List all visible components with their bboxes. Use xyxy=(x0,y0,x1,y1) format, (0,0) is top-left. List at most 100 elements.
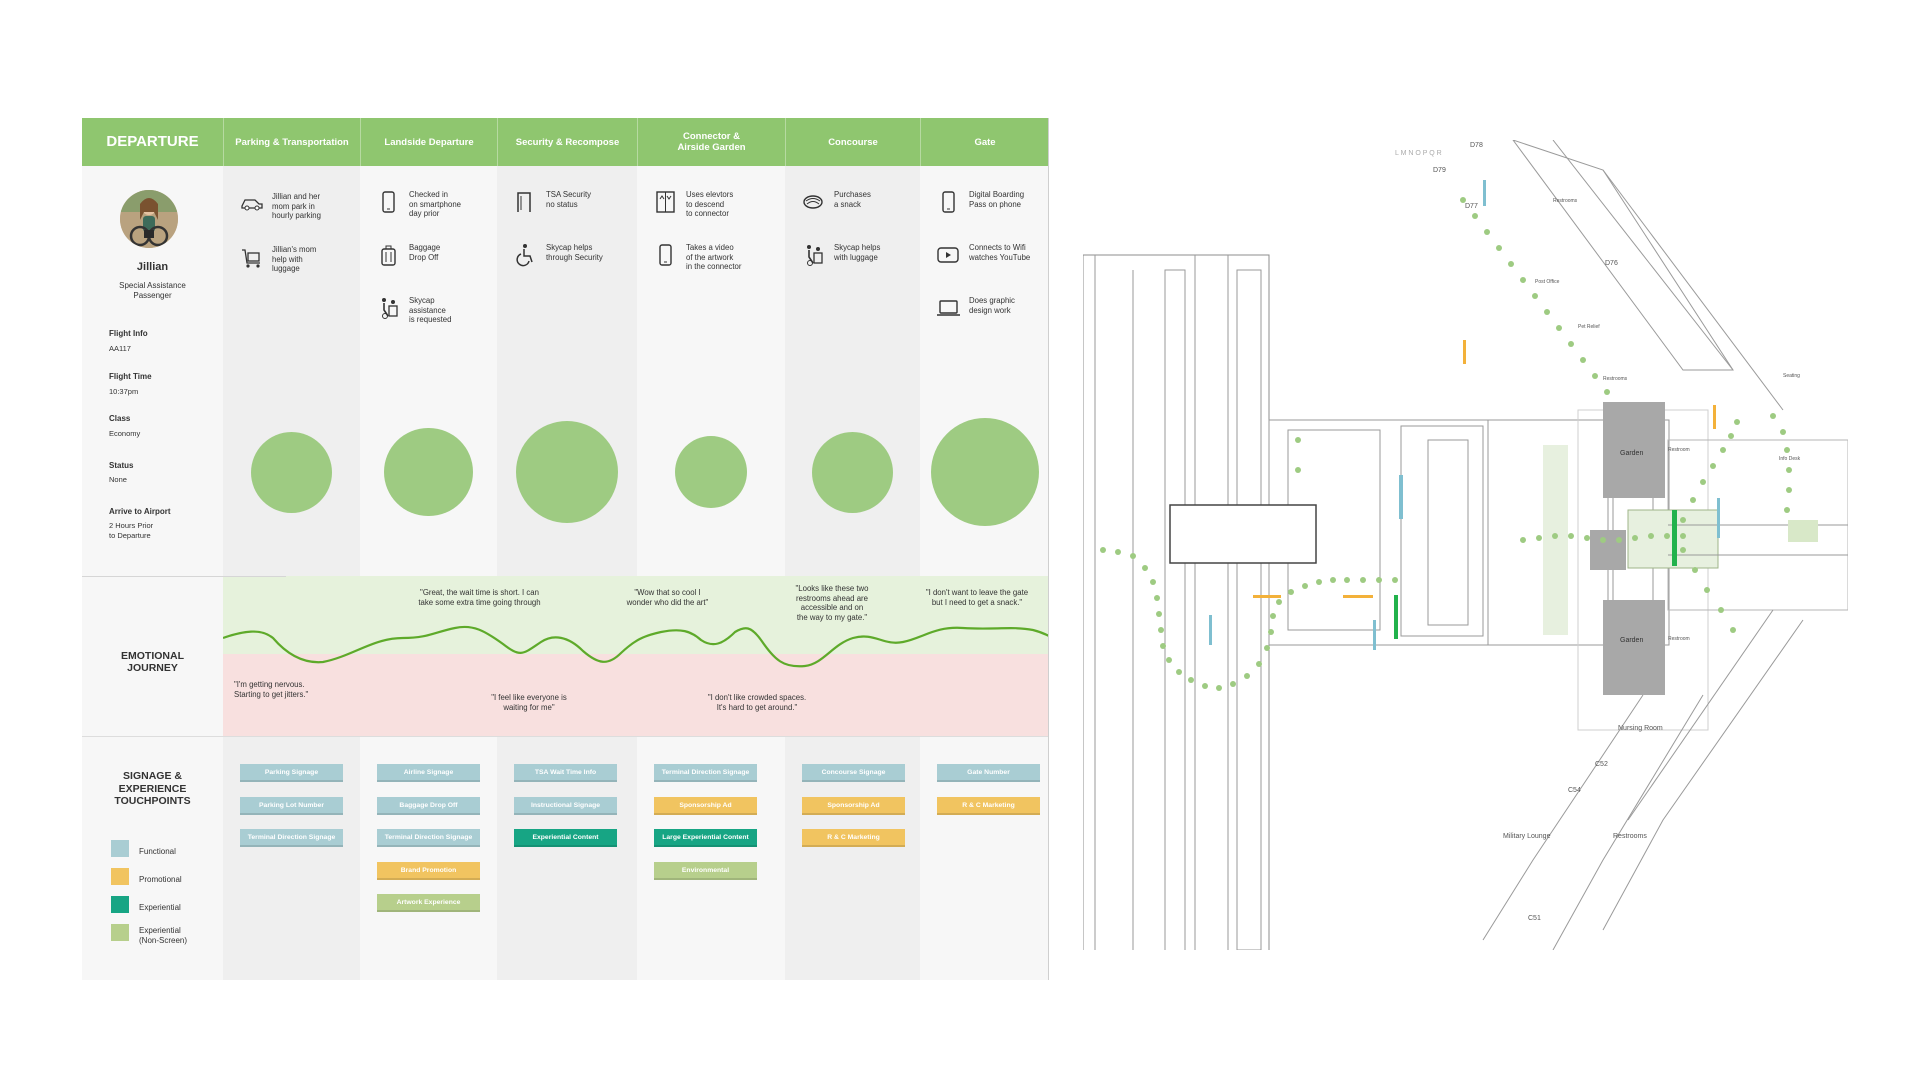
signage-tag: Instructional Signage xyxy=(514,796,617,815)
activity-text: Skycap helps with luggage xyxy=(834,243,881,262)
persona-avatar xyxy=(120,190,178,248)
activity-text: Does graphic design work xyxy=(969,296,1015,315)
security-gate-icon xyxy=(517,192,531,212)
signage-tag: Environmental xyxy=(654,861,757,880)
activity-text: Baggage Drop Off xyxy=(409,243,441,262)
stage-header[interactable]: Security & Recompose xyxy=(497,118,637,166)
section-divider xyxy=(82,576,286,577)
skycap-assist-icon xyxy=(807,245,823,266)
plan-label: Restroom xyxy=(1668,636,1690,642)
arrive-label: Arrive to Airport xyxy=(109,507,171,516)
class-value: Economy xyxy=(109,429,141,438)
stage-column-bg xyxy=(785,166,920,980)
negative-emotion-band xyxy=(223,654,1049,736)
quote-positive: "I don't want to leave the gate but I ne… xyxy=(925,588,1029,607)
plan-label: C54 xyxy=(1568,787,1581,794)
plan-label: Garden xyxy=(1620,637,1643,644)
quote-positive: "Looks like these two restrooms ahead ar… xyxy=(795,584,869,622)
laptop-icon xyxy=(937,300,960,316)
stage-header[interactable]: Connector & Airside Garden xyxy=(637,118,785,166)
activity-text: Digital Boarding Pass on phone xyxy=(969,190,1025,209)
plan-label: D77 xyxy=(1465,203,1478,210)
engagement-bubble xyxy=(812,431,893,513)
flight-info-label: Flight Info xyxy=(109,329,148,338)
plan-label: Seating xyxy=(1783,373,1800,379)
arrive-value: 2 Hours Prior to Departure xyxy=(109,521,154,540)
plan-label: Post Office xyxy=(1535,279,1560,285)
landscape-strip xyxy=(1543,445,1568,635)
signage-tag: Terminal Direction Signage xyxy=(654,764,757,782)
skycap-assist-icon xyxy=(382,298,398,319)
plan-label: Info Desk xyxy=(1779,456,1801,462)
engagement-bubble xyxy=(384,427,473,517)
legend-label: Experiential xyxy=(139,903,181,912)
elevator-icon xyxy=(656,191,675,213)
legend-swatch-experiential xyxy=(111,896,129,913)
stage-column-bg xyxy=(223,166,360,980)
signage-touchpoints-label: SIGNAGE & EXPERIENCE TOUCHPOINTS xyxy=(114,770,191,807)
quote-negative: "I feel like everyone is waiting for me" xyxy=(491,693,567,712)
quote-positive: "Great, the wait time is short. I can ta… xyxy=(418,588,541,607)
stage-column-bg xyxy=(497,166,637,980)
stage-header[interactable]: Parking & Transportation xyxy=(223,118,360,166)
quote-positive: "Wow that so cool I wonder who did the a… xyxy=(626,588,709,607)
signage-tag: Large Experiential Content xyxy=(654,829,757,847)
flight-info-value: AA117 xyxy=(109,344,131,353)
signage-tag: R & C Marketing xyxy=(937,796,1040,815)
signage-tag: Sponsorship Ad xyxy=(802,796,905,815)
wheelchair-icon xyxy=(516,244,533,267)
stage-header[interactable]: Landside Departure xyxy=(360,118,497,166)
plan-label: D79 xyxy=(1433,167,1446,174)
activity-text: Uses elevtors to descend to connector xyxy=(686,190,734,219)
plan-label: C51 xyxy=(1528,915,1541,922)
snack-icon xyxy=(803,195,823,209)
activity-text: Checked in on smartphone day prior xyxy=(409,190,462,219)
legend-swatch-functional xyxy=(111,840,129,857)
flight-time-value: 10:37pm xyxy=(109,387,139,396)
status-label: Status xyxy=(109,461,134,470)
garden-north xyxy=(1603,402,1665,498)
emotional-journey-label: EMOTIONAL JOURNEY xyxy=(121,650,184,674)
signage-tag: Parking Signage xyxy=(240,764,343,782)
engagement-bubble xyxy=(251,431,332,513)
panel-divider xyxy=(1048,118,1049,980)
signage-tag: Concourse Signage xyxy=(802,764,905,782)
activity-text: Takes a video of the artwork in the conn… xyxy=(686,243,742,272)
video-play-icon xyxy=(937,247,959,263)
building-block xyxy=(1169,504,1317,564)
concourse-letters: L M N O P Q R xyxy=(1395,150,1442,157)
plan-label: Restrooms xyxy=(1613,833,1647,840)
legend-label: Experiential (Non-Screen) xyxy=(139,926,188,945)
plan-label: C52 xyxy=(1595,761,1608,768)
status-value: None xyxy=(109,475,127,484)
plan-label: Restrooms xyxy=(1603,376,1628,382)
luggage-cart-icon xyxy=(242,249,260,268)
stage-header[interactable]: Concourse xyxy=(785,118,920,166)
section-divider xyxy=(82,736,1049,737)
plan-label: Restroom xyxy=(1668,447,1690,453)
plan-label: D78 xyxy=(1470,142,1483,149)
flight-time-label: Flight Time xyxy=(109,372,152,381)
departure-title: DEPARTURE xyxy=(106,133,199,150)
plan-label: Restrooms xyxy=(1553,198,1578,204)
signage-tag: R & C Marketing xyxy=(802,829,905,847)
landscape-patch xyxy=(1788,520,1818,542)
activity-text: Jillian's mom help with luggage xyxy=(272,245,317,274)
smartphone-icon xyxy=(659,244,672,266)
signage-tag: Experiential Content xyxy=(514,829,617,847)
signage-tag: Brand Promotion xyxy=(377,861,480,880)
plan-label: Military Lounge xyxy=(1503,833,1551,840)
engagement-bubble xyxy=(516,421,618,523)
smartphone-icon xyxy=(942,191,955,213)
legend-label: Promotional xyxy=(139,875,182,884)
signage-tag: Baggage Drop Off xyxy=(377,796,480,815)
legend-swatch-promotional xyxy=(111,868,129,885)
smartphone-icon xyxy=(382,191,395,213)
persona-name: Jillian xyxy=(136,261,169,273)
activity-text: TSA Security no status xyxy=(546,190,592,209)
stage-header[interactable]: Gate xyxy=(920,118,1049,166)
garden-south xyxy=(1603,600,1665,695)
plan-label: Pet Relief xyxy=(1578,324,1600,330)
